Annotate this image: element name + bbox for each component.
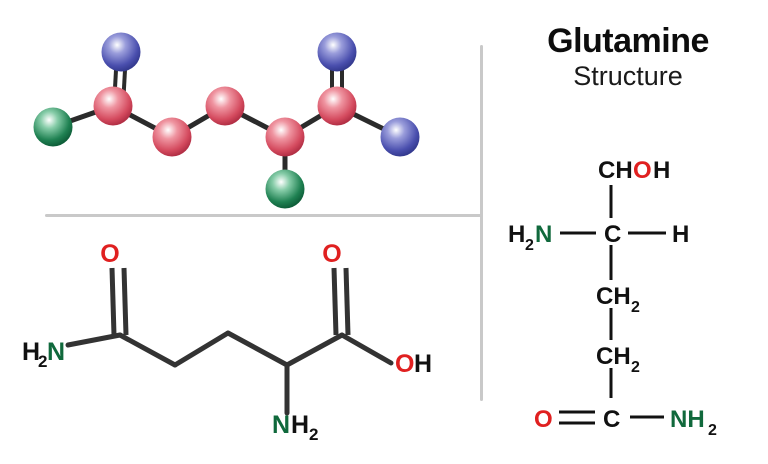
skeletal-formula-panel: H 2 N O O O H N H 2 <box>0 218 470 464</box>
sf-label-amide-oxygen: O <box>534 406 553 433</box>
ball-and-stick-panel <box>0 0 470 212</box>
sf-label-ch2-a: CH <box>596 283 631 310</box>
skeletal-label-oxygen-left: O <box>100 240 119 268</box>
sf-label-choh-o: O <box>633 157 652 184</box>
sk-bond-c4-c5 <box>284 332 345 368</box>
sf-label-ch2-b-sub: 2 <box>631 359 640 376</box>
skeletal-double-bond-group <box>109 267 351 336</box>
atom-nitrogen-amine <box>380 117 420 157</box>
sf-label-alpha-carbon: C <box>604 221 621 248</box>
sk-bond-c1-c2 <box>117 332 178 368</box>
atom-group <box>33 32 420 209</box>
sf-label-h2n-h: H <box>508 221 525 248</box>
skeletal-label-h2n-sub: 2 <box>38 352 47 371</box>
horizontal-divider <box>45 214 481 217</box>
atom-oxygen-hydroxyl <box>265 169 305 209</box>
sf-label-choh-h: H <box>653 157 670 184</box>
sk-dbond-left-a <box>109 267 117 336</box>
sf-bond-group <box>560 185 666 419</box>
skeletal-formula-svg: H 2 N O O O H N H 2 <box>22 240 432 444</box>
structural-formula-svg: CH O H H 2 N C H CH 2 CH 2 O C NH 2 <box>508 157 717 439</box>
atom-carbon-5 <box>317 86 357 126</box>
sk-dbond-right-a <box>331 267 339 336</box>
skeletal-label-oh-o: O <box>395 350 414 378</box>
sf-label-ch2-b: CH <box>596 343 631 370</box>
vertical-divider <box>480 45 483 401</box>
sf-label-amide-nh-sub: 2 <box>708 422 717 439</box>
sk-dbond-right-b <box>343 267 351 336</box>
sf-label-amide-carbon: C <box>603 406 620 433</box>
skeletal-label-h2n-h: H <box>22 338 40 366</box>
skeletal-bond-group <box>65 330 394 416</box>
atom-nitrogen-amide-top-left <box>101 32 141 72</box>
page-subtitle: Structure <box>573 61 683 91</box>
title-block: Glutamine Structure <box>492 22 764 91</box>
skeletal-label-nh2-h: H <box>291 411 309 439</box>
sf-label-alpha-hydrogen: H <box>672 221 689 248</box>
skeletal-label-h2n-n: N <box>47 338 65 366</box>
structural-formula-panel: CH O H H 2 N C H CH 2 CH 2 O C NH 2 <box>488 140 768 450</box>
ball-and-stick-svg <box>33 32 420 209</box>
skeletal-label-nh2-sub: 2 <box>309 425 318 444</box>
atom-carbon-3 <box>205 86 245 126</box>
atom-carbon-2 <box>152 117 192 157</box>
skeletal-label-nh2-n: N <box>272 411 290 439</box>
skeletal-label-oh-h: H <box>414 350 432 378</box>
atom-carbon-4 <box>265 117 305 157</box>
sk-dbond-left-b <box>121 267 129 336</box>
sk-bond-c5-oh <box>339 332 394 366</box>
atom-carbon-1 <box>93 86 133 126</box>
sf-label-group: CH O H H 2 N C H CH 2 CH 2 O C NH 2 <box>508 157 717 439</box>
sf-label-h2n-sub: 2 <box>525 237 534 254</box>
sf-label-ch2-a-sub: 2 <box>631 299 640 316</box>
page-title: Glutamine <box>547 22 709 60</box>
atom-nitrogen-top-right <box>317 32 357 72</box>
sk-bond-c3-c4 <box>225 330 290 368</box>
skeletal-label-oxygen-right: O <box>322 240 341 268</box>
sf-double-bond-group <box>559 410 595 425</box>
sf-label-choh-ch: CH <box>598 157 633 184</box>
sk-bond-n-c1 <box>65 332 123 348</box>
sk-bond-c2-c3 <box>172 330 231 368</box>
sf-label-h2n-n: N <box>535 221 552 248</box>
skeletal-label-group: H 2 N O O O H N H 2 <box>22 240 432 444</box>
atom-oxygen-carboxyl <box>33 107 73 147</box>
sf-label-amide-nh: NH <box>670 406 705 433</box>
